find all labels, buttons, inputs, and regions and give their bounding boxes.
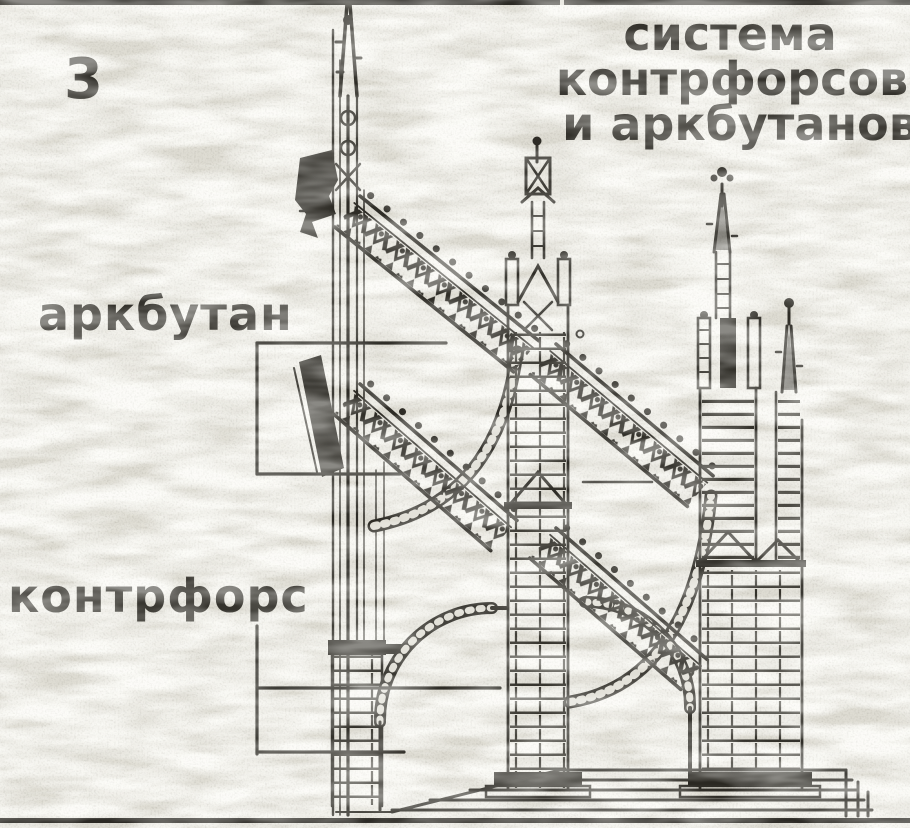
buttress-diagram: 3 система контрфорсов и аркбутанов аркбу… — [0, 0, 910, 828]
figure-plate: 3 система контрфорсов и аркбутанов аркбу… — [0, 0, 910, 828]
print-grain-overlay — [0, 0, 910, 828]
